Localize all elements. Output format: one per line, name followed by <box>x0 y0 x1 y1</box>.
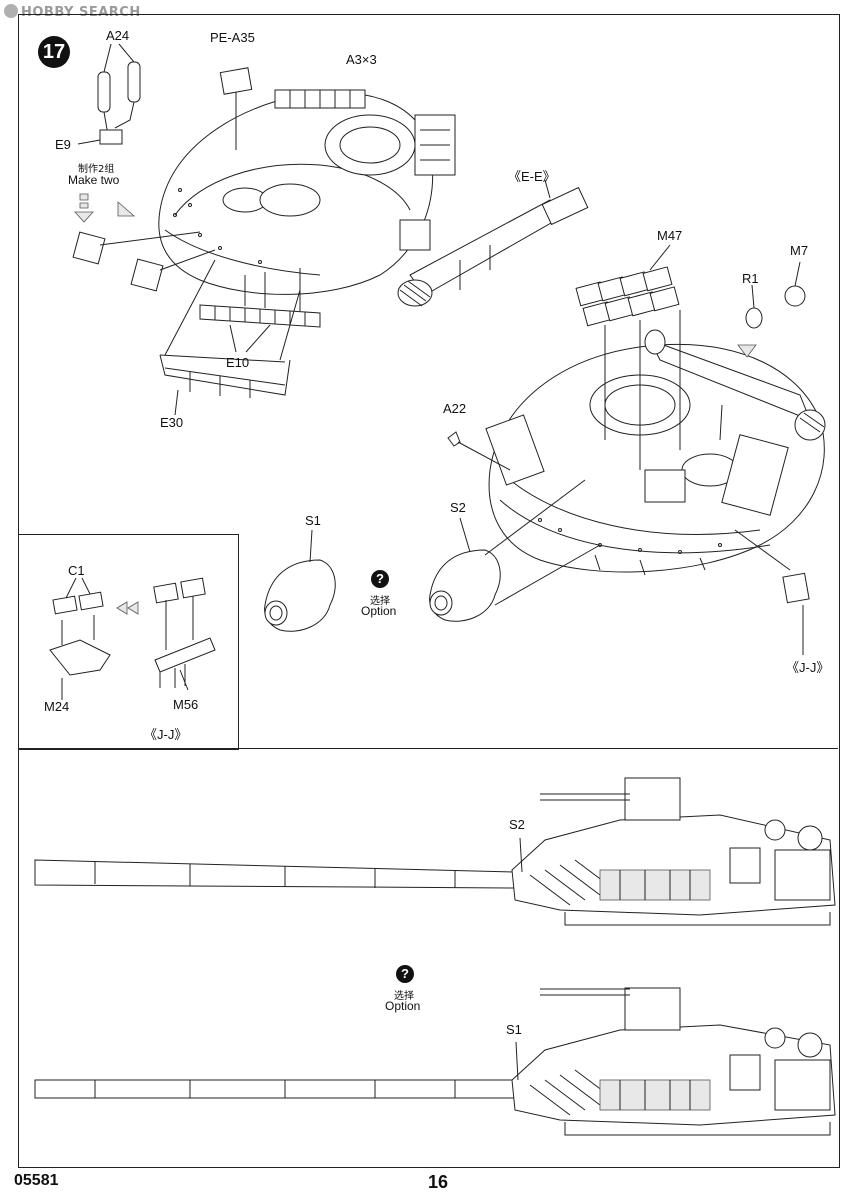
watermark: HOBBY SEARCH <box>4 4 141 20</box>
m7-part <box>784 285 806 307</box>
e30-frame <box>159 259 301 416</box>
label-make-two-en: Make two <box>68 173 120 187</box>
inset-frame <box>18 534 239 750</box>
s2-shield <box>429 479 601 622</box>
label-e-e: 《E-E》 <box>508 169 556 184</box>
a24-periscopes <box>97 43 141 145</box>
label-pe-a35: PE-A35 <box>210 30 255 45</box>
bottom-tank-s2 <box>34 777 836 926</box>
label-m47: M47 <box>657 228 683 243</box>
bottom-panel-frame <box>18 748 838 749</box>
bottom-label-s2: S2 <box>509 817 525 832</box>
label-s2: S2 <box>450 500 466 515</box>
label-a3x3: A3×3 <box>346 52 377 67</box>
a22-part <box>447 431 461 447</box>
label-e9: E9 <box>55 137 71 152</box>
j-j-bracket <box>782 572 810 604</box>
bottom-option-question-icon: ? <box>396 965 414 983</box>
turret-right <box>485 329 826 576</box>
inset-label-j-j: 《J-J》 <box>144 727 188 742</box>
label-s1: S1 <box>305 513 321 528</box>
label-e30: E30 <box>160 415 184 430</box>
page-number: 16 <box>428 1172 449 1192</box>
turret-upper-left <box>158 89 456 295</box>
label-j-j: 《J-J》 <box>786 660 830 675</box>
e-e-searchlight <box>397 179 589 307</box>
bottom-tank-s1 <box>34 987 836 1136</box>
s1-shield <box>264 529 336 632</box>
e10-chain <box>199 268 321 353</box>
label-option-cn: 选择 <box>370 596 390 607</box>
inset-label-m24: M24 <box>44 699 70 714</box>
step-number-badge: 17 <box>38 36 70 68</box>
option-question-icon: ? <box>371 570 389 588</box>
bottom-label-option-cn: 选择 <box>394 991 414 1002</box>
label-make-two-cn: 制作2组 <box>78 164 115 175</box>
bottom-label-option-en: Option <box>385 999 421 1013</box>
r1-part <box>745 307 763 329</box>
label-a24: A24 <box>106 28 130 43</box>
label-r1: R1 <box>742 271 759 286</box>
label-option-en: Option <box>361 604 397 618</box>
label-m7: M7 <box>790 243 809 258</box>
product-code: 05581 <box>14 1172 59 1189</box>
arrow-down-icon <box>74 193 136 223</box>
inset-label-c1: C1 <box>68 563 85 578</box>
inset-illustration <box>49 577 216 700</box>
label-a22: A22 <box>443 401 467 416</box>
bottom-label-s1: S1 <box>506 1022 522 1037</box>
label-e10: E10 <box>226 355 250 370</box>
hobby-search-logo-icon <box>4 4 18 18</box>
m47-ammo-boxes <box>575 244 681 470</box>
pe-a35-plate <box>219 67 253 95</box>
inset-label-m56: M56 <box>173 697 199 712</box>
